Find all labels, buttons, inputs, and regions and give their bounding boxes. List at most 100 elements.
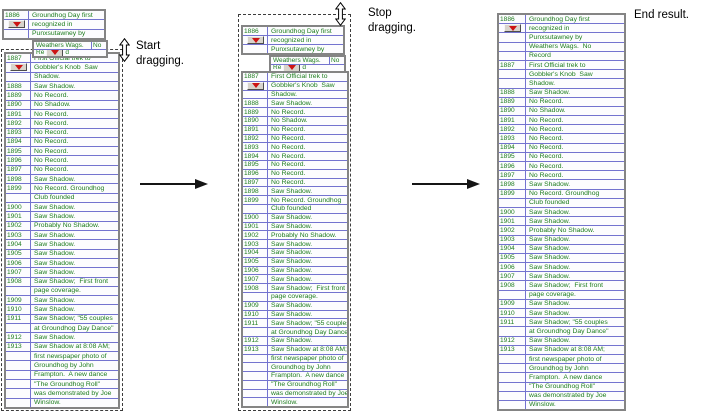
table-row[interactable]: "The Groundhog Roll" — [499, 382, 624, 392]
table-row[interactable]: 1908 Saw Shadow; First front — [243, 284, 347, 293]
table-row[interactable]: 1894 No Record. — [6, 137, 118, 148]
drag-ghost-1886-stop[interactable]: 1886 Groundhog Day first recognized in — [241, 25, 345, 55]
table-row[interactable]: 1895 No Record. — [243, 160, 347, 170]
table-row[interactable]: 1890 No Shadow. — [243, 116, 347, 126]
table-row[interactable]: 1905 Saw Shadow. — [6, 249, 118, 259]
table-row[interactable]: 1891 No Record. — [6, 109, 118, 120]
table-row[interactable]: 1889 No Record. — [243, 108, 347, 117]
dropdown-arrow-icon[interactable] — [283, 64, 301, 71]
table-row[interactable]: 1894 No Record. — [243, 152, 347, 161]
table-row[interactable]: 1910 Saw Shadow. — [6, 305, 118, 315]
table-row[interactable]: 1903 Saw Shadow. — [499, 235, 624, 245]
drag-ghost-1886-start[interactable]: 1886 Groundhog Day first recognized in — [2, 9, 106, 40]
table-row[interactable]: 1906 Saw Shadow. — [499, 263, 624, 273]
table-row[interactable]: page coverage. — [6, 286, 118, 297]
table-row[interactable]: first newspaper photo of — [6, 352, 118, 362]
table-row[interactable]: was demonstrated by Joe — [6, 389, 118, 399]
table-row[interactable]: 1899 No Record. Groundhog — [499, 189, 624, 199]
table-row[interactable]: Winslow. — [499, 400, 624, 410]
dropdown-arrow-icon[interactable] — [504, 24, 521, 33]
table-row[interactable]: 1889 No Record. — [6, 91, 118, 101]
table-row[interactable]: 1898 Saw Shadow. — [6, 175, 118, 185]
table-row[interactable]: 1906 Saw Shadow. — [243, 266, 347, 276]
table-row[interactable]: 1903 Saw Shadow. — [243, 240, 347, 249]
table-row[interactable]: Frampton. A new dance — [243, 372, 347, 381]
table-row[interactable]: 1903 Saw Shadow. — [6, 230, 118, 241]
table-row[interactable]: 1895 No Record. — [499, 152, 624, 162]
table-row[interactable]: 1901 Saw Shadow. — [6, 212, 118, 222]
table-row[interactable]: 1901 Saw Shadow. — [243, 222, 347, 232]
groundhog-listbox-stop[interactable]: 1887 First Official trek to Gobbler's Kn… — [241, 71, 349, 408]
table-row[interactable]: "The Groundhog Roll" — [243, 380, 347, 390]
table-row[interactable]: 1893 No Record. — [6, 128, 118, 138]
table-row[interactable]: 1896 No Record. — [6, 156, 118, 166]
table-row[interactable]: Groundhog by John — [499, 364, 624, 374]
table-row[interactable]: 1911 Saw Shadow; "55 couples — [499, 318, 624, 328]
table-row[interactable]: 1909 Saw Shadow. — [243, 301, 347, 311]
table-row[interactable]: recognized in — [499, 24, 624, 34]
table-row[interactable]: 1912 Saw Shadow. — [499, 336, 624, 346]
table-row[interactable]: Club founded — [6, 193, 118, 203]
table-row[interactable]: 1901 Saw Shadow. — [499, 217, 624, 227]
table-row[interactable]: was demonstrated by Joe — [243, 389, 347, 399]
table-row[interactable]: 1900 Saw Shadow. — [6, 203, 118, 213]
groundhog-listbox-result[interactable]: 1886 Groundhog Day first recognized in — [497, 13, 626, 411]
table-row[interactable]: 1902 Probably No Shadow. — [499, 226, 624, 236]
table-row[interactable]: 1886 Groundhog Day first — [243, 27, 343, 36]
table-row[interactable]: 1911 Saw Shadow; "55 couples — [243, 319, 347, 329]
table-row[interactable]: 1905 Saw Shadow. — [243, 257, 347, 267]
table-row[interactable]: 1899 No Record. Groundhog — [6, 184, 118, 194]
table-row[interactable]: 1906 Saw Shadow. — [6, 258, 118, 269]
table-row[interactable]: 1896 No Record. — [243, 169, 347, 179]
drag-ghost-overflow-start[interactable]: Weathers Wags. No Re d — [32, 40, 108, 58]
table-row[interactable]: 1908 Saw Shadow; First front — [499, 281, 624, 291]
table-row[interactable]: at Groundhog Day Dance" — [243, 328, 347, 337]
table-row[interactable]: Groundhog by John — [243, 363, 347, 373]
groundhog-listbox-start[interactable]: 1887 First Official trek to Gobbler's Kn… — [4, 52, 120, 409]
table-row[interactable]: page coverage. — [243, 292, 347, 302]
table-row[interactable]: 1911 Saw Shadow; "55 couples — [6, 314, 118, 325]
table-row[interactable]: 1896 No Record. — [499, 162, 624, 172]
table-row[interactable]: 1887 First Official trek to — [243, 73, 347, 82]
table-row[interactable]: 1900 Saw Shadow. — [243, 213, 347, 223]
table-row[interactable]: Gobbler's Knob Saw — [6, 63, 118, 73]
table-row[interactable]: recognized in — [4, 20, 104, 30]
table-row[interactable]: 1890 No Shadow. — [499, 106, 624, 117]
table-row[interactable]: Club founded — [499, 198, 624, 208]
table-row[interactable]: 1897 No Record. — [6, 165, 118, 176]
table-row[interactable]: 1890 No Shadow. — [6, 100, 118, 110]
table-row[interactable]: 1900 Saw Shadow. — [499, 207, 624, 218]
table-row[interactable]: Punxsutawney by — [4, 29, 104, 38]
table-row[interactable]: Frampton. A new dance — [6, 370, 118, 380]
table-row[interactable]: Record — [499, 51, 624, 61]
table-row[interactable]: 1908 Saw Shadow; First front — [6, 277, 118, 287]
table-row[interactable]: 1886 Groundhog Day first — [499, 15, 624, 25]
table-row[interactable]: Shadow. — [499, 79, 624, 89]
table-row[interactable]: was demonstrated by Joe — [499, 391, 624, 401]
table-row[interactable]: Punxsutawney by — [243, 45, 343, 53]
table-row[interactable]: 1891 No Record. — [499, 116, 624, 126]
table-row[interactable]: Winslow. — [6, 398, 118, 407]
table-row[interactable]: 1912 Saw Shadow. — [6, 333, 118, 343]
table-row[interactable]: 1897 No Record. — [243, 178, 347, 188]
table-row[interactable]: 1898 Saw Shadow. — [243, 187, 347, 197]
table-row[interactable]: 1904 Saw Shadow. — [499, 244, 624, 254]
table-row[interactable]: Club founded — [243, 204, 347, 214]
table-row[interactable]: 1891 No Record. — [243, 125, 347, 135]
table-row[interactable]: 1904 Saw Shadow. — [243, 248, 347, 258]
table-row[interactable]: Shadow. — [243, 90, 347, 100]
table-row[interactable]: 1887 First Official trek to — [499, 60, 624, 71]
table-row[interactable]: Weathers Wags. No — [499, 42, 624, 52]
table-row[interactable]: 1888 Saw Shadow. — [243, 99, 347, 109]
table-row[interactable]: 1895 No Record. — [6, 147, 118, 157]
table-row[interactable]: 1893 No Record. — [243, 143, 347, 153]
dropdown-arrow-icon[interactable] — [46, 49, 64, 56]
table-row[interactable]: 1888 Saw Shadow. — [499, 88, 624, 98]
table-row[interactable]: 1892 No Record. — [6, 119, 118, 129]
table-row[interactable]: 1912 Saw Shadow. — [243, 336, 347, 346]
table-row[interactable]: 1913 Saw Shadow at 8:08 AM; — [6, 342, 118, 352]
table-row[interactable]: 1907 Saw Shadow. — [499, 272, 624, 282]
table-row[interactable]: 1904 Saw Shadow. — [6, 240, 118, 250]
dropdown-arrow-icon[interactable] — [247, 36, 264, 44]
table-row[interactable]: Punxsutawney by — [499, 33, 624, 43]
